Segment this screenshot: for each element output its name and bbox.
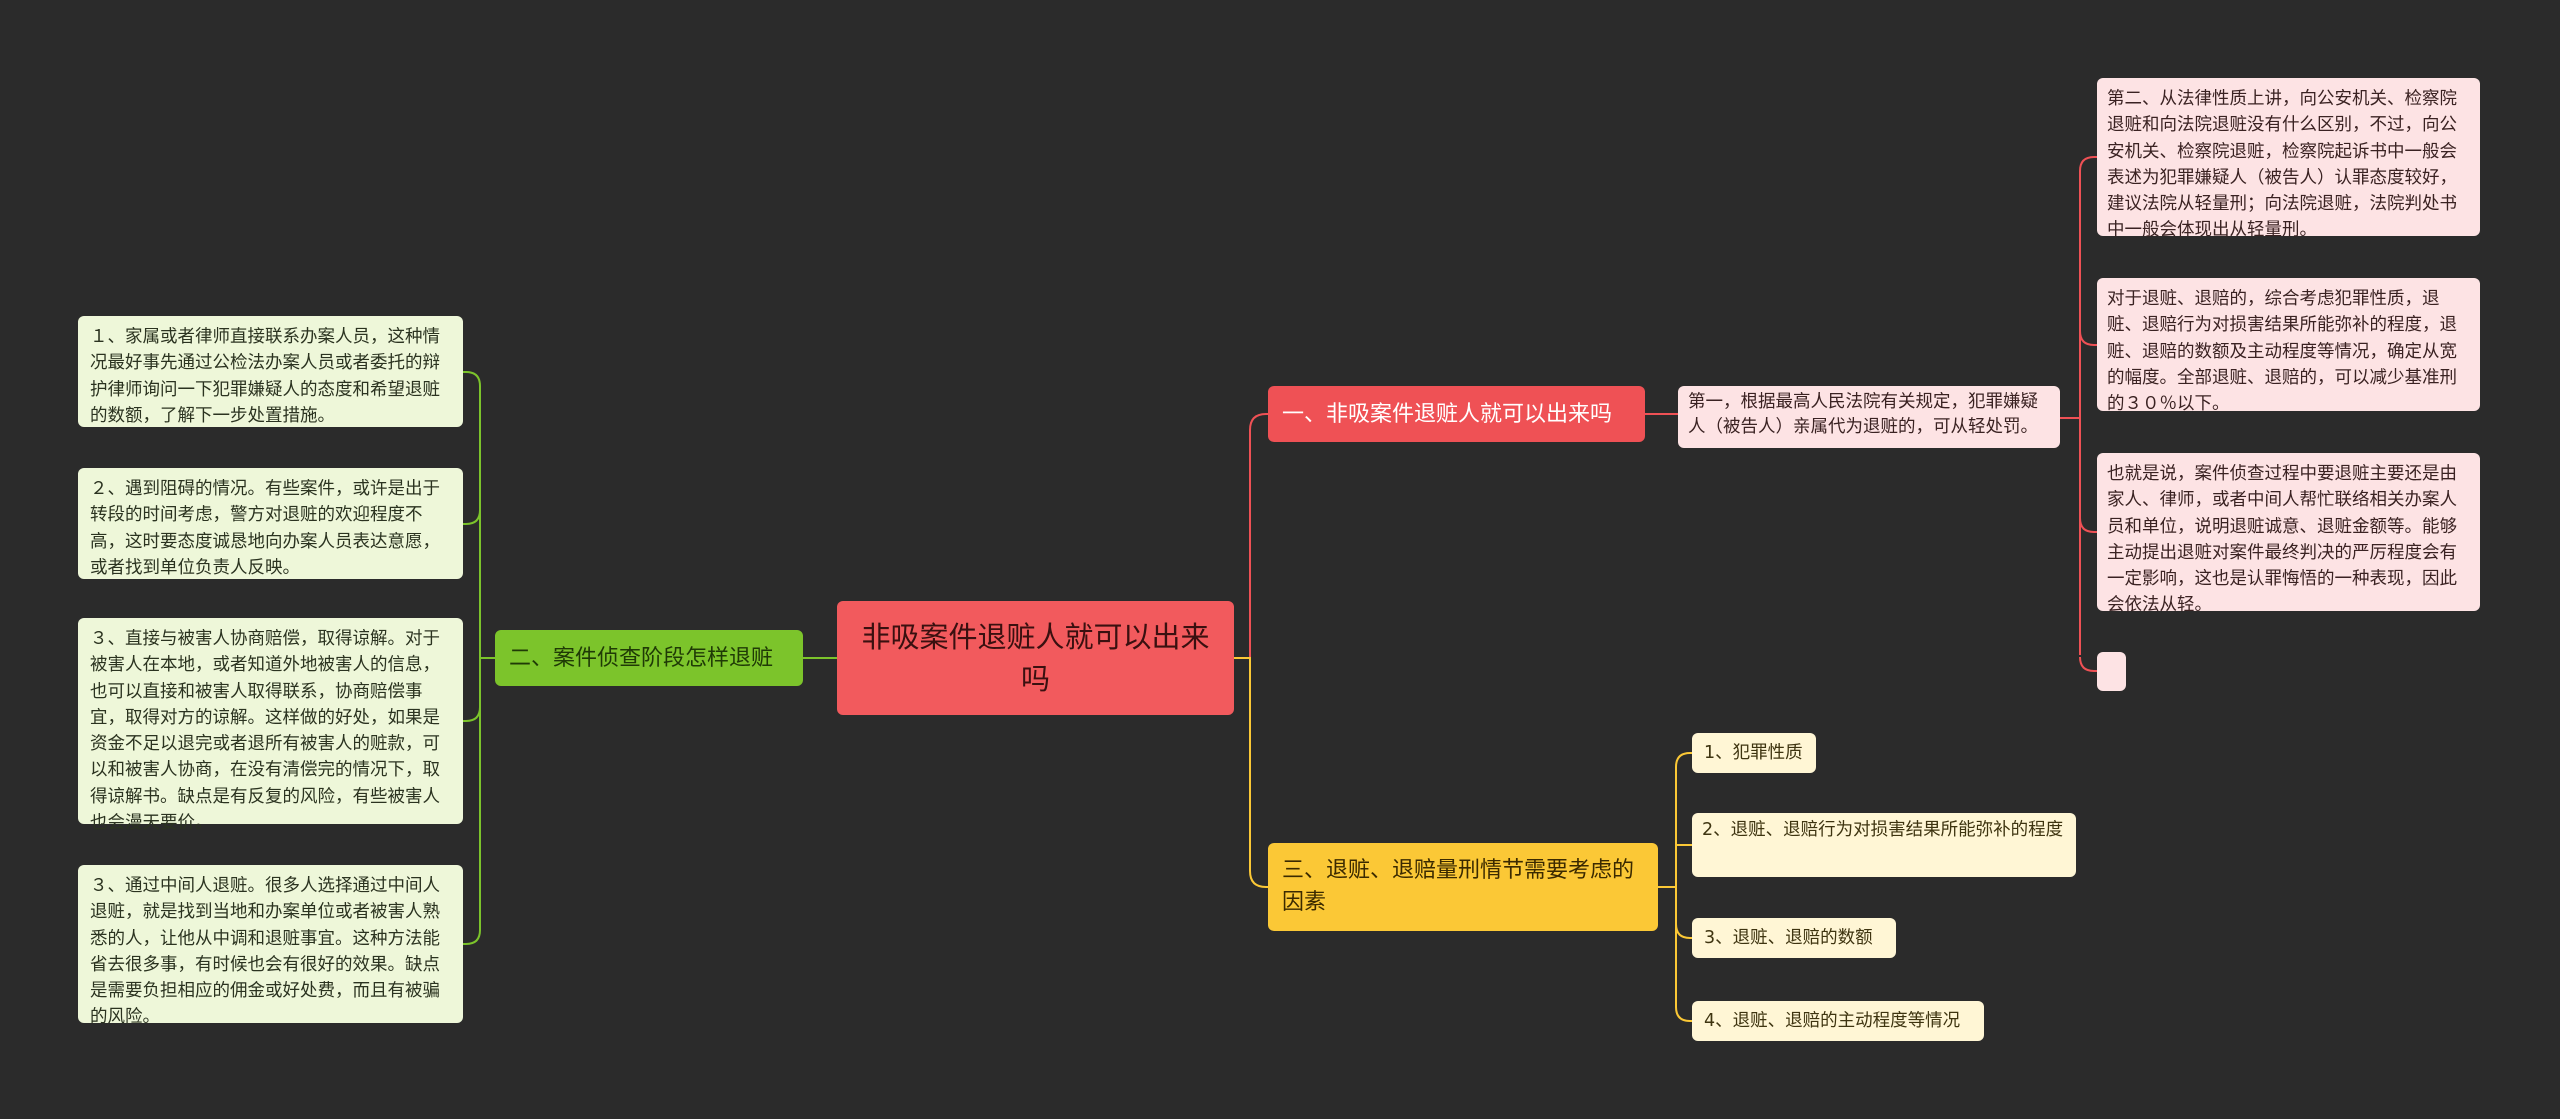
- link-root-yellow: [1234, 657, 1268, 888]
- leaf-investigation-refund[interactable]: 也就是说，案件侦查过程中要退赃主要还是由家人、律师，或者中间人帮忙联络相关办案人…: [2097, 453, 2480, 615]
- leaf-factor-remedy[interactable]: 2、退赃、退赔行为对损害结果所能弥补的程度: [1692, 813, 2076, 877]
- leaf-second-point[interactable]: 第二、从法律性质上讲，向公安机关、检察院退赃和向法院退赃没有什么区别，不过，向公…: [2097, 78, 2480, 240]
- branch-topic-yellow[interactable]: 三、退赃、退赔量刑情节需要考虑的因素: [1268, 843, 1658, 931]
- leaf-negotiate-victims[interactable]: ３、直接与被害人协商赔偿，取得谅解。对于被害人在本地，或者知道外地被害人的信息，…: [78, 618, 463, 833]
- leaf-contact-officers[interactable]: １、家属或者律师直接联系办案人员，这种情况最好事先通过公检法办案人员或者委托的辩…: [78, 316, 463, 427]
- leaf-factor-amount[interactable]: 3、退赃、退赔的数额: [1692, 918, 1896, 958]
- leaf-factor-initiative[interactable]: 4、退赃、退赔的主动程度等情况: [1692, 1001, 1984, 1041]
- subtopic-first-point[interactable]: 第一，根据最高人民法院有关规定，犯罪嫌疑人（被告人）亲属代为退赃的，可从轻处罚。: [1678, 386, 2060, 448]
- branch-topic-red[interactable]: 一、非吸案件退赃人就可以出来吗: [1268, 386, 1645, 442]
- root-topic[interactable]: 非吸案件退赃人就可以出来吗: [837, 601, 1234, 715]
- link-yellow-leaves: [1658, 752, 1692, 1022]
- leaf-obstacles[interactable]: ２、遇到阻碍的情况。有些案件，或许是出于转段的时间考虑，警方对退赃的欢迎程度不高…: [78, 468, 463, 579]
- leaf-sentencing-reduction[interactable]: 对于退赃、退赔的，综合考虑犯罪性质，退赃、退赔行为对损害结果所能弥补的程度，退赃…: [2097, 278, 2480, 414]
- leaf-intermediary[interactable]: ３、通过中间人退赃。很多人选择通过中间人退赃，就是找到当地和办案单位或者被害人熟…: [78, 865, 463, 1027]
- branch-topic-green[interactable]: 二、案件侦查阶段怎样退赃: [495, 630, 803, 686]
- leaf-factor-nature[interactable]: 1、犯罪性质: [1692, 733, 1816, 773]
- link-middle-pink: [2060, 156, 2097, 672]
- link-green-leaves: [463, 371, 495, 945]
- link-root-red: [1234, 413, 1268, 659]
- leaf-empty[interactable]: [2097, 652, 2126, 691]
